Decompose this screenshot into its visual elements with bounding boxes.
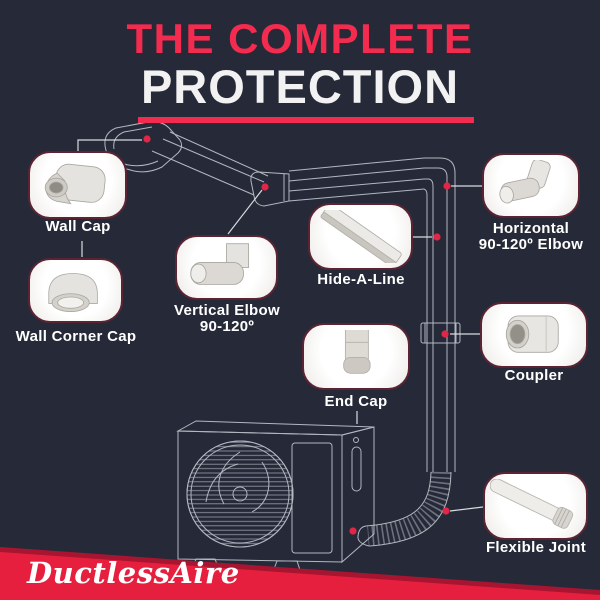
- horizontal-elbow-label-line2: 90-120º Elbow: [478, 236, 584, 253]
- vertical-elbow-label-line2: 90-120º: [199, 318, 255, 335]
- condenser-unit: [176, 420, 375, 571]
- vertical-elbow-label-line1: Vertical Elbow: [174, 302, 280, 319]
- coupler-product-image: [505, 315, 559, 353]
- wall-cap-label: Wall Cap: [45, 218, 111, 235]
- marker-dots: [143, 135, 451, 535]
- wall-corner-cap-bubble: [28, 258, 123, 323]
- hide-a-line-product-image: [320, 210, 402, 263]
- callout-connectors: [77, 139, 484, 512]
- flexible-joint-product-image: [490, 479, 574, 529]
- end-cap-label: End Cap: [324, 393, 388, 410]
- vertical-elbow-product-image: [190, 243, 250, 285]
- title-line-1: THE COMPLETE: [126, 15, 474, 62]
- horizontal-elbow-bubble: [482, 153, 580, 218]
- end-cap-bubble: [302, 323, 410, 390]
- page-title: THE COMPLETE PROTECTION: [0, 15, 600, 113]
- wall-cap-product-image: [44, 163, 106, 205]
- horizontal-elbow-label-line1: Horizontal: [492, 220, 570, 237]
- horizontal-elbow-product-image: [499, 160, 551, 204]
- title-line-2: PROTECTION: [140, 60, 460, 113]
- flexible-joint-bubble: [483, 472, 588, 540]
- vertical-elbow-label: Vertical Elbow 90-120º: [174, 303, 280, 335]
- hide-a-line-label: Hide-A-Line: [317, 271, 405, 288]
- wall-corner-cap-label: Wall Corner Cap: [15, 328, 137, 345]
- coupler-bubble: [480, 302, 588, 368]
- vertical-elbow-bubble: [175, 235, 278, 300]
- coupler-label: Coupler: [504, 367, 564, 384]
- brand-logo-text: DuctlessAire: [27, 556, 240, 590]
- end-cap-product-image: [343, 330, 371, 374]
- duct-line-art: [104, 121, 461, 547]
- hide-a-line-bubble: [308, 203, 413, 270]
- flexible-joint-label: Flexible Joint: [485, 539, 587, 556]
- wall-corner-cap-product-image: [48, 273, 98, 312]
- title-underline: [138, 117, 474, 123]
- wall-cap-bubble: [28, 151, 127, 219]
- horizontal-elbow-label: Horizontal 90-120º Elbow: [479, 221, 583, 253]
